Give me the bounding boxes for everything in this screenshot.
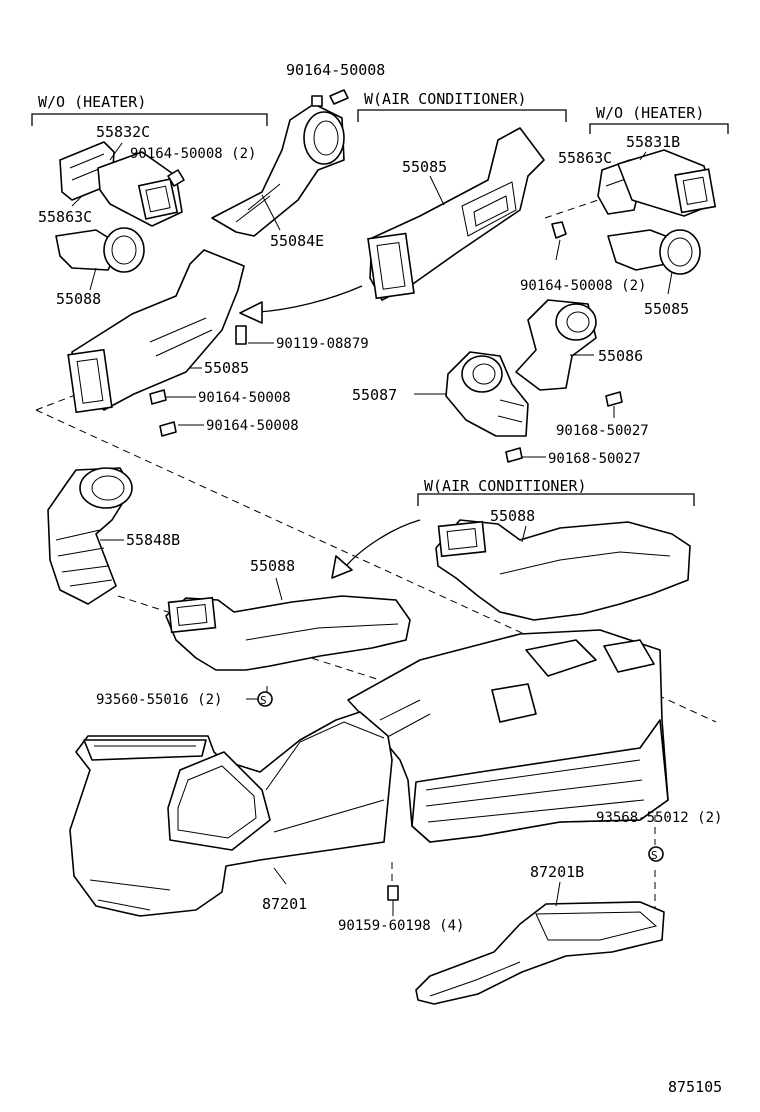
- duct-55086: [515, 299, 597, 391]
- part-label-90164-50008-2: 90164-50008 (2): [130, 146, 256, 162]
- vent-55831B: [617, 149, 717, 217]
- hose-55848B: [47, 467, 133, 605]
- screw-icon: [387, 885, 399, 901]
- arrow-to-duct-55088: [331, 519, 421, 579]
- group-bracket-w-ac-mid: [417, 493, 695, 506]
- clip-icon: S: [648, 846, 664, 862]
- part-label-55085: 55085: [402, 158, 447, 176]
- part-label-55088: 55088: [490, 507, 535, 525]
- part-label-55863C: 55863C: [38, 208, 92, 226]
- arrow-to-duct-55085: [239, 285, 363, 324]
- part-label-55084E: 55084E: [270, 232, 324, 250]
- diagram-number: 875105: [668, 1078, 722, 1096]
- leader-line: [109, 142, 123, 161]
- part-label-90119-08879: 90119-08879: [276, 336, 369, 352]
- leader-line: [273, 867, 287, 885]
- vent-55832C: [97, 151, 183, 227]
- part-label-55085: 55085: [644, 300, 689, 318]
- part-label-55088: 55088: [250, 557, 295, 575]
- part-label-55087: 55087: [352, 386, 397, 404]
- part-label-90159-60198-4: 90159-60198 (4): [338, 918, 464, 934]
- screw-icon: [149, 389, 167, 405]
- leader-line: [89, 267, 97, 291]
- duct-55088-right: [435, 519, 691, 621]
- leader-line: [275, 577, 283, 601]
- duct-55085-right: [607, 229, 701, 275]
- part-label-55088: 55088: [56, 290, 101, 308]
- part-label-90168-50027: 90168-50027: [556, 423, 649, 439]
- group-label-w-ac-mid: W(AIR CONDITIONER): [424, 477, 587, 495]
- duct-55085-center: [367, 127, 545, 301]
- leader-line: [667, 271, 673, 295]
- svg-text:S: S: [651, 849, 658, 862]
- duct-55088-center: [165, 595, 411, 671]
- clip-icon: S: [257, 691, 273, 707]
- group-label-w-ac-top: W(AIR CONDITIONER): [364, 90, 527, 108]
- leader-line: [71, 195, 83, 207]
- part-label-90164-50008: 90164-50008: [286, 61, 385, 79]
- leader-line: [261, 194, 281, 231]
- duct-55088-left: [55, 227, 145, 273]
- duct-55087: [445, 351, 529, 437]
- part-label-90164-50008: 90164-50008: [206, 418, 299, 434]
- group-bracket-wo-heater-right: [589, 123, 729, 134]
- group-bracket-w-ac-top: [357, 109, 567, 122]
- leader-line: [555, 881, 561, 907]
- part-label-90164-50008-2: 90164-50008 (2): [520, 278, 646, 294]
- screw-icon: [505, 447, 523, 463]
- heater-unit-87201: [69, 711, 393, 917]
- bolt-icon: [235, 325, 247, 345]
- part-label-55848B: 55848B: [126, 531, 180, 549]
- part-label-55086: 55086: [598, 347, 643, 365]
- part-label-90168-50027: 90168-50027: [548, 451, 641, 467]
- screw-icon: [159, 421, 177, 437]
- svg-text:S: S: [260, 694, 267, 707]
- bolt-icon: [329, 89, 349, 105]
- screw-icon: [167, 169, 185, 187]
- duct-87201B: [415, 901, 665, 1005]
- screw-icon: [551, 221, 567, 239]
- part-label-93560-55016-2: 93560-55016 (2): [96, 692, 222, 708]
- part-label-55832C: 55832C: [96, 123, 150, 141]
- group-label-wo-heater-right: W/O (HEATER): [596, 104, 704, 122]
- group-bracket-wo-heater-left: [31, 113, 268, 126]
- duct-55085-left: [67, 249, 245, 414]
- part-label-55863C: 55863C: [558, 149, 612, 167]
- duct-assembly-main: [347, 629, 669, 843]
- part-label-93568-55012-2: 93568-55012 (2): [596, 810, 722, 826]
- duct-55084E: [211, 95, 345, 237]
- part-label-55831B: 55831B: [626, 133, 680, 151]
- part-label-90164-50008: 90164-50008: [198, 390, 291, 406]
- leader-line: [639, 151, 647, 161]
- leader-line: [521, 525, 527, 543]
- part-label-87201: 87201: [262, 895, 307, 913]
- leader-line: [429, 175, 445, 206]
- part-label-55085: 55085: [204, 359, 249, 377]
- screw-icon: [605, 391, 623, 407]
- leader-line: [555, 239, 561, 261]
- group-label-wo-heater-left: W/O (HEATER): [38, 93, 146, 111]
- dashed-reference-line: [35, 409, 717, 723]
- part-label-87201B: 87201B: [530, 863, 584, 881]
